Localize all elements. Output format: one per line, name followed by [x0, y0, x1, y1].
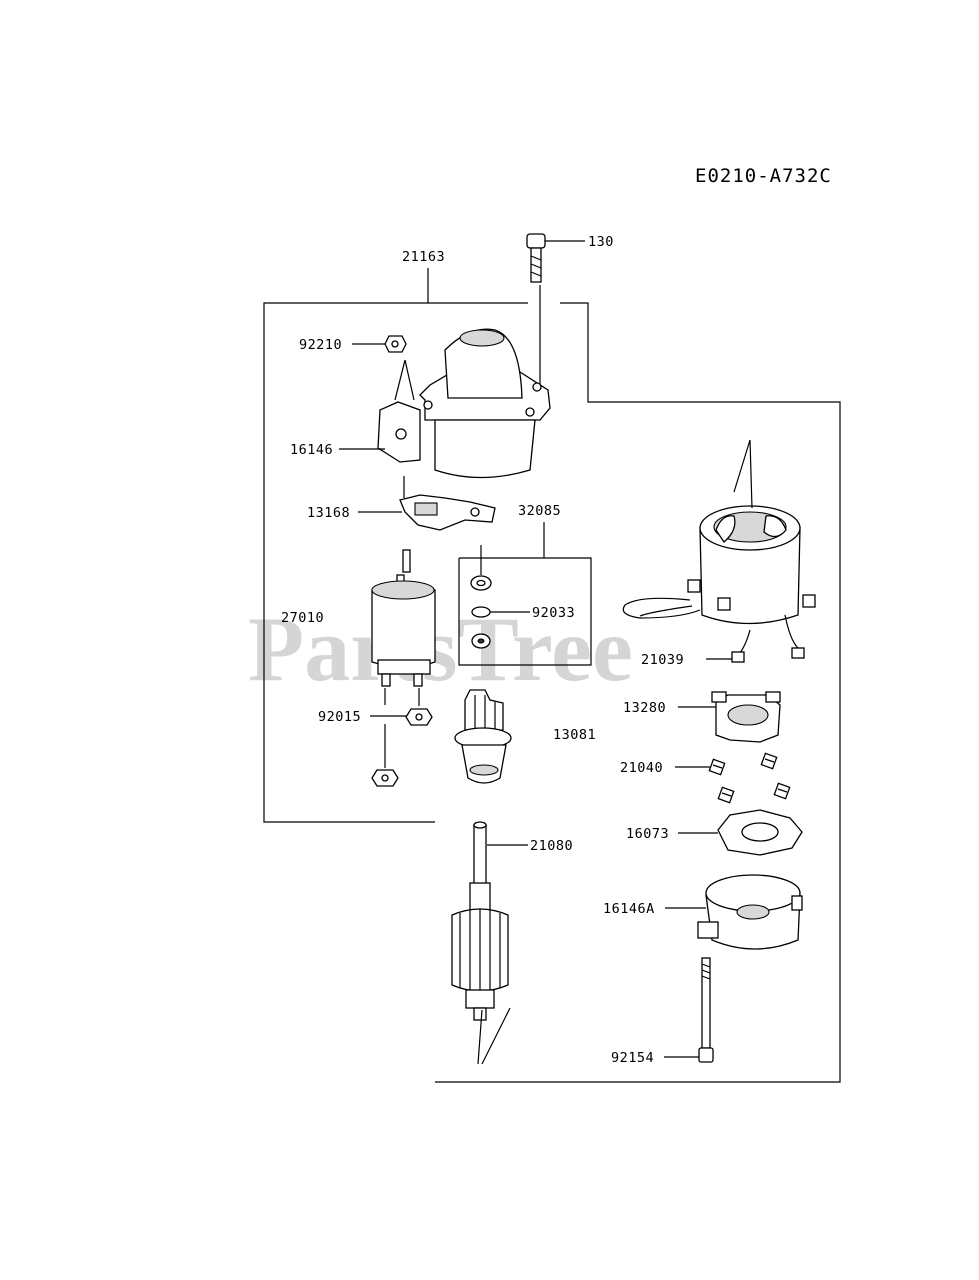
label-13280: 13280	[623, 700, 666, 716]
solenoid-switch-27010[interactable]	[371, 549, 436, 687]
label-21039: 21039	[641, 652, 684, 668]
leader-21039-b	[749, 439, 753, 509]
diagram-code: E0210-A732C	[695, 165, 832, 187]
label-92033: 92033	[532, 605, 575, 621]
label-16146: 16146	[290, 442, 333, 458]
leader-21039-a	[733, 439, 751, 493]
label-13168: 13168	[307, 505, 350, 521]
plate-16073[interactable]	[717, 809, 803, 856]
brush-holder-13280[interactable]	[711, 691, 781, 743]
nut-92210[interactable]	[384, 335, 407, 353]
armature-21080[interactable]	[451, 821, 509, 1021]
solenoid-housing-16146[interactable]	[377, 328, 551, 479]
springs-21040[interactable]	[708, 752, 791, 804]
label-21040: 21040	[620, 760, 663, 776]
leader-92210-a	[394, 359, 406, 401]
label-92210: 92210	[299, 337, 342, 353]
bolt-130[interactable]	[526, 233, 546, 283]
label-27010: 27010	[281, 610, 324, 626]
watermark-text: PartsTree	[248, 598, 633, 700]
label-32085: 32085	[518, 503, 561, 519]
label-130: 130	[588, 234, 614, 250]
assembly-outline-right	[435, 302, 841, 1083]
kit-box-32085	[458, 557, 592, 666]
label-21080: 21080	[530, 838, 573, 854]
label-21163: 21163	[402, 249, 445, 265]
assembly-outline	[263, 302, 528, 823]
label-92154: 92154	[611, 1050, 654, 1066]
leader-92210-b	[404, 359, 415, 401]
yoke-21039[interactable]	[622, 505, 816, 663]
label-16146A: 16146A	[603, 901, 655, 917]
pinion-13081[interactable]	[454, 689, 512, 784]
nut-92015-upper[interactable]	[405, 708, 433, 726]
label-16073: 16073	[626, 826, 669, 842]
leader-21080-b	[481, 1007, 511, 1065]
end-cover-16146A[interactable]	[697, 874, 803, 950]
washer-set-32085[interactable]	[470, 575, 492, 649]
label-92015: 92015	[318, 709, 361, 725]
nut-92015-lower[interactable]	[371, 769, 399, 787]
through-bolt-92154[interactable]	[698, 957, 714, 1063]
plunger-13168[interactable]	[399, 494, 496, 531]
leader-21080-a	[477, 1009, 483, 1065]
label-13081: 13081	[553, 727, 596, 743]
